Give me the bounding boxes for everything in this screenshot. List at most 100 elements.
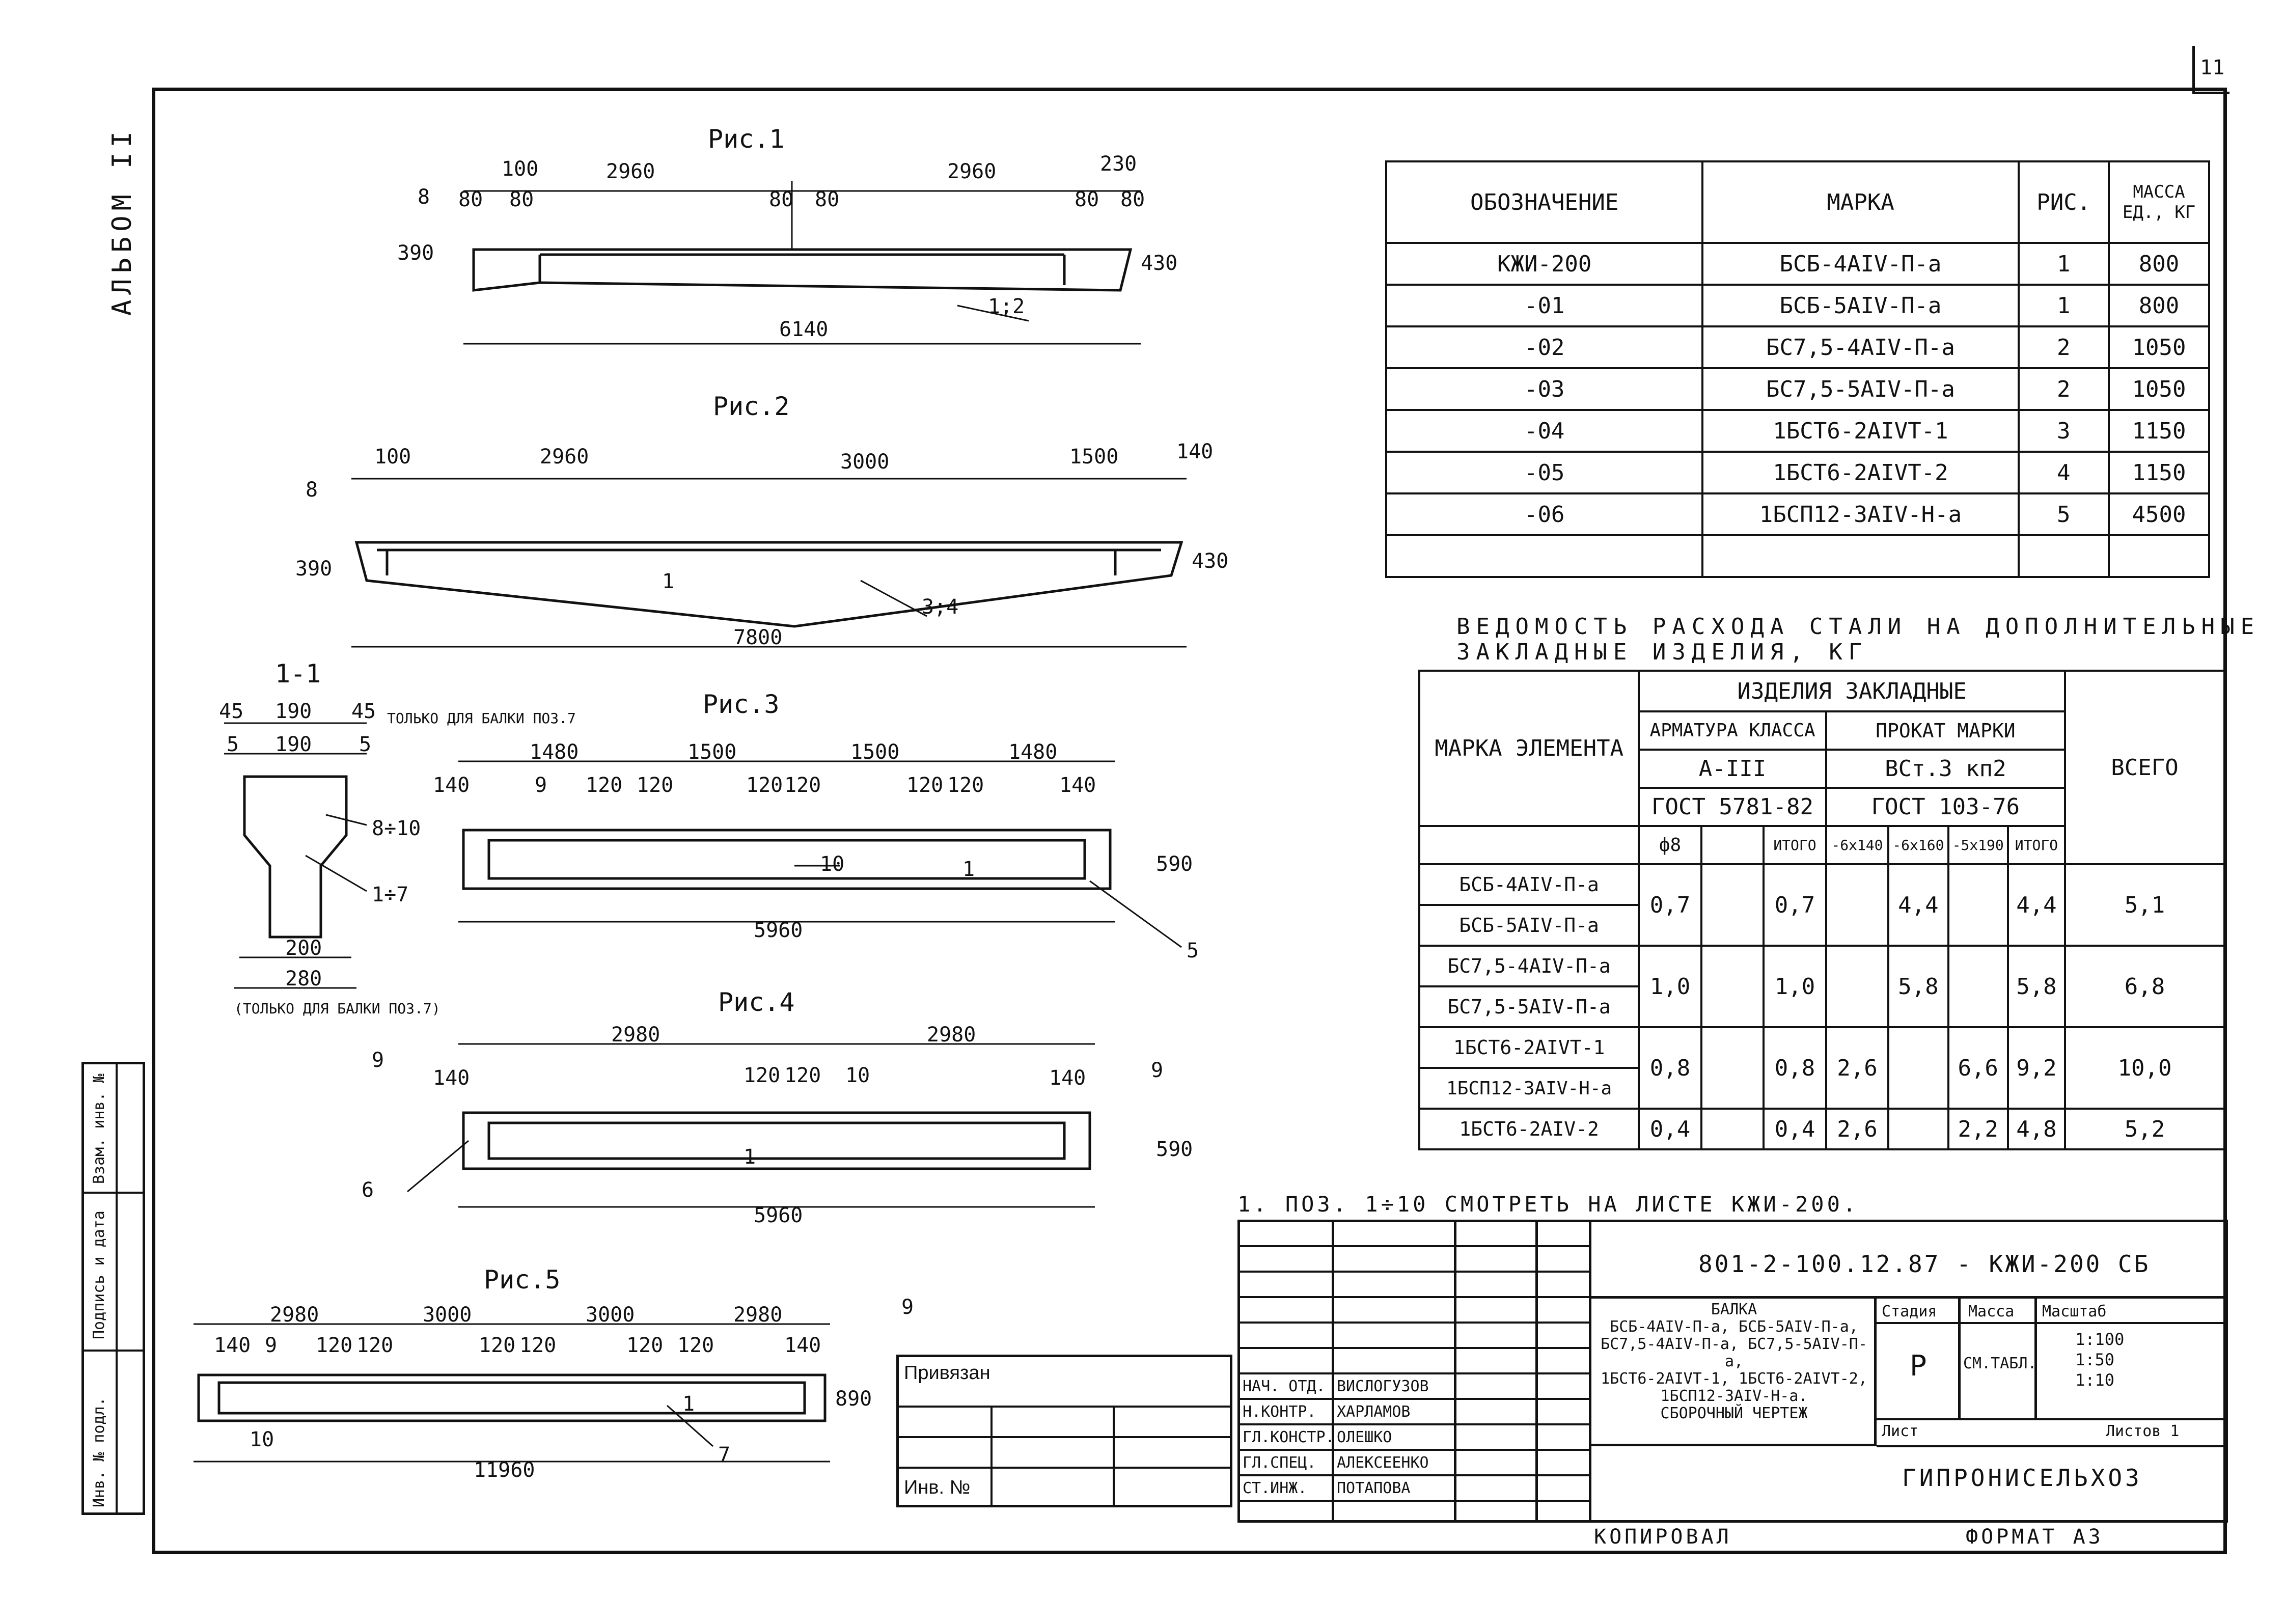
- figure-4-pos: 9: [372, 1049, 384, 1072]
- steel-sub-header: -6х140: [1825, 825, 1890, 865]
- figure-3-offset: 120: [586, 774, 622, 797]
- figure-2: [351, 478, 1187, 648]
- steel-value: 2,6: [1825, 1108, 1890, 1150]
- signer-name: АЛЕКСЕЕНКО: [1337, 1454, 1429, 1472]
- figure-2-height: 430: [1192, 549, 1228, 573]
- figure-3-span: 1480: [1008, 740, 1057, 764]
- steel-value: 5,8: [2006, 945, 2067, 1028]
- section-bottom-dim: 200: [285, 937, 322, 960]
- format-label: ФОРМАТ А3: [1966, 1525, 2104, 1549]
- steel-value: 1,0: [1763, 945, 1827, 1028]
- marks-cell: -03: [1385, 367, 1704, 411]
- figure-2-span: 1500: [1069, 445, 1118, 469]
- marks-cell: 1150: [2108, 451, 2210, 494]
- figure-3-section-mark: 1: [962, 858, 975, 881]
- privyazan-label: Привязан: [904, 1362, 990, 1384]
- figure-5-title: Рис.5: [484, 1265, 561, 1295]
- steel-value: 4,8: [2006, 1108, 2067, 1150]
- figure-1-span: 2960: [606, 160, 655, 183]
- figure-5-offset: 120: [626, 1334, 663, 1357]
- figure-5-offset: 120: [519, 1334, 556, 1357]
- figure-1-height: 390: [397, 241, 434, 265]
- steel-sub-header: ИТОГО: [2006, 825, 2067, 865]
- steel-sub-header: ф8: [1638, 825, 1702, 865]
- steel-sub-header: [1700, 825, 1765, 865]
- figure-1-pos: 8: [418, 185, 430, 209]
- sheets-label: Листов 1: [2106, 1422, 2180, 1440]
- figure-1-offset: 80: [815, 188, 839, 211]
- steel-value: 9,2: [2006, 1026, 2067, 1110]
- scale-value: 1:100: [2075, 1330, 2125, 1349]
- steel-sub-blank: [1418, 826, 1640, 865]
- description-line: БС7,5-4АIV-П-а, БС7,5-5АIV-П-а,: [1601, 1335, 1867, 1370]
- steel-value: 2,2: [1947, 1108, 2009, 1150]
- steel-h-rebar: АРМАТУРА КЛАССА: [1638, 710, 1827, 751]
- scales: 1:100 1:50 1:10: [2075, 1329, 2124, 1390]
- figure-5-pos: 9: [265, 1334, 277, 1357]
- marks-cell: -06: [1385, 492, 1704, 536]
- figure-3-span: 1480: [530, 740, 579, 764]
- section-1-1: [224, 722, 367, 989]
- steel-value: 5,1: [2064, 863, 2225, 947]
- figure-4-pos: 6: [362, 1178, 374, 1202]
- steel-value: [1700, 863, 1765, 947]
- figure-4-span: 2980: [927, 1023, 976, 1047]
- marks-cell: 1050: [2108, 367, 2210, 411]
- steel-value: [1700, 945, 1765, 1028]
- steel-value: [1825, 863, 1890, 947]
- figure-3-edge: 140: [1059, 774, 1096, 797]
- figure-3-offset: 120: [784, 774, 821, 797]
- marks-cell: 4: [2017, 451, 2110, 494]
- steel-h-rolled: ПРОКАТ МАРКИ: [1825, 710, 2067, 751]
- marks-cell: 800: [2108, 242, 2210, 286]
- figure-5-pos: 10: [250, 1428, 274, 1451]
- signer-role: ГЛ.СПЕЦ.: [1243, 1454, 1316, 1472]
- steel-value: 6,6: [1947, 1026, 2009, 1110]
- organization: ГИПРОНИСЕЛЬХОЗ: [1902, 1464, 2142, 1492]
- steel-value: 4,4: [2006, 863, 2067, 947]
- section-title: 1-1: [275, 659, 321, 689]
- figure-5-section-mark: 1: [682, 1392, 695, 1416]
- marks-cell: 5: [2017, 492, 2110, 536]
- marks-cell: -02: [1385, 325, 1704, 369]
- figure-5-pos: 9: [901, 1296, 914, 1319]
- marks-cell: 1БСТ6-2АIVТ-2: [1701, 451, 2020, 494]
- marks-cell: 1: [2017, 284, 2110, 327]
- figure-5: [194, 1323, 830, 1463]
- steel-value: [1887, 1108, 1949, 1150]
- description-line: БАЛКА: [1711, 1301, 1757, 1318]
- section-note-bottom: (ТОЛЬКО ДЛЯ БАЛКИ ПОЗ.7): [234, 1000, 441, 1017]
- steel-table: МАРКА ЭЛЕМЕНТА ИЗДЕЛИЯ ЗАКЛАДНЫЕ ВСЕГО А…: [1418, 670, 2225, 1150]
- steel-value: [1700, 1026, 1765, 1110]
- steel-value: 0,4: [1763, 1108, 1827, 1150]
- figure-2-edge: 100: [374, 445, 411, 469]
- figure-2-section-mark: 1: [662, 570, 674, 593]
- marks-cell: -04: [1385, 409, 1704, 453]
- figure-2-span: 3000: [840, 450, 889, 474]
- steel-value: 4,4: [1887, 863, 1949, 947]
- marks-cell: -01: [1385, 284, 1704, 327]
- description-line: 1БСТ6-2АIVТ-1, 1БСТ6-2АIVТ-2,: [1601, 1370, 1867, 1388]
- marks-table: ОБОЗНАЧЕНИЕ МАРКА РИС. МАССА ЕД., КГ КЖИ…: [1385, 160, 2210, 578]
- figure-3-overall: 5960: [754, 919, 803, 942]
- marks-cell: 800: [2108, 284, 2210, 327]
- figure-3-height: 590: [1156, 852, 1193, 876]
- steel-mark: БСБ-4АIV-П-а: [1418, 863, 1640, 906]
- steel-value: 1,0: [1638, 945, 1702, 1028]
- figure-5-offset: 120: [677, 1334, 714, 1357]
- steel-value: [1947, 863, 2009, 947]
- figure-5-offset: 120: [479, 1334, 515, 1357]
- figure-1-offset: 80: [509, 188, 534, 211]
- steel-mark: БСБ-5АIV-П-а: [1418, 904, 1640, 947]
- steel-value: [1887, 1026, 1949, 1110]
- description: БАЛКА БСБ-4АIV-П-а, БСБ-5АIV-П-а, БС7,5-…: [1596, 1301, 1871, 1422]
- figure-4-offset: 120: [744, 1064, 780, 1087]
- figure-5-span: 3000: [423, 1303, 472, 1327]
- drawing-frame: [152, 88, 2227, 1554]
- figure-1-offset: 80: [1120, 188, 1145, 211]
- marks-cell: 4500: [2108, 492, 2210, 536]
- section-second-dim: 190: [275, 733, 312, 756]
- figure-1: [463, 181, 1141, 345]
- figure-1-edge: 230: [1100, 152, 1137, 176]
- figure-4-edge: 140: [1049, 1066, 1086, 1090]
